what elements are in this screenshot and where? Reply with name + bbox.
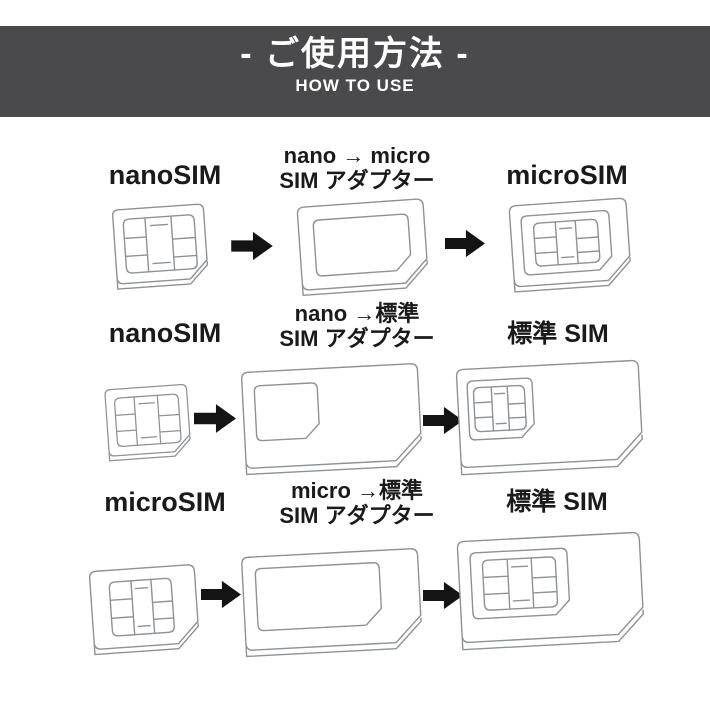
arrow-right-icon (201, 577, 241, 612)
arrow-right-icon (231, 229, 273, 263)
arrow-right-icon (423, 578, 463, 613)
page-title: - ご使用方法 - (240, 35, 470, 73)
page-subtitle: HOW TO USE (295, 76, 415, 95)
adapter-label-line1: nano → micro (283, 143, 431, 168)
standard-sim-illustration (451, 521, 649, 666)
result-sim-label: 標準 SIM (507, 320, 609, 348)
standard-sim-illustration (450, 351, 648, 489)
arrow-right-icon (423, 403, 463, 438)
adapter-label-line2: SIM アダプター (279, 168, 435, 193)
source-sim-label: nanoSIM (108, 160, 222, 190)
result-sim-label: microSIM (506, 160, 628, 190)
adapter-label-line1: nano →標準 (294, 301, 420, 326)
micro-sim-illustration (85, 559, 203, 661)
nano-to-micro-sim-adapter-illustration (292, 192, 434, 304)
header-bar: - ご使用方法 - HOW TO USE (0, 26, 710, 117)
micro-to-standard-sim-adapter-illustration (235, 541, 427, 667)
adapter-label-line1: micro →標準 (290, 478, 424, 503)
source-sim-label: nanoSIM (108, 318, 222, 348)
arrow-right-icon (194, 400, 236, 437)
micro-sim-illustration (505, 191, 635, 303)
source-sim-label: microSIM (104, 487, 226, 517)
nano-sim-illustration (100, 379, 196, 467)
arrow-right-icon (445, 227, 485, 260)
adapter-label-line2: SIM アダプター (279, 326, 435, 351)
nano-to-standard-sim-adapter-illustration (235, 356, 427, 486)
nano-sim-illustration (108, 198, 213, 296)
adapter-label-line2: SIM アダプター (279, 503, 435, 528)
adapter-label: micro →標準 SIM アダプター (253, 478, 461, 528)
result-sim-label: 標準 SIM (506, 488, 608, 516)
adapter-label: nano → micro SIM アダプター (253, 143, 461, 193)
adapter-label: nano →標準 SIM アダプター (253, 301, 461, 351)
